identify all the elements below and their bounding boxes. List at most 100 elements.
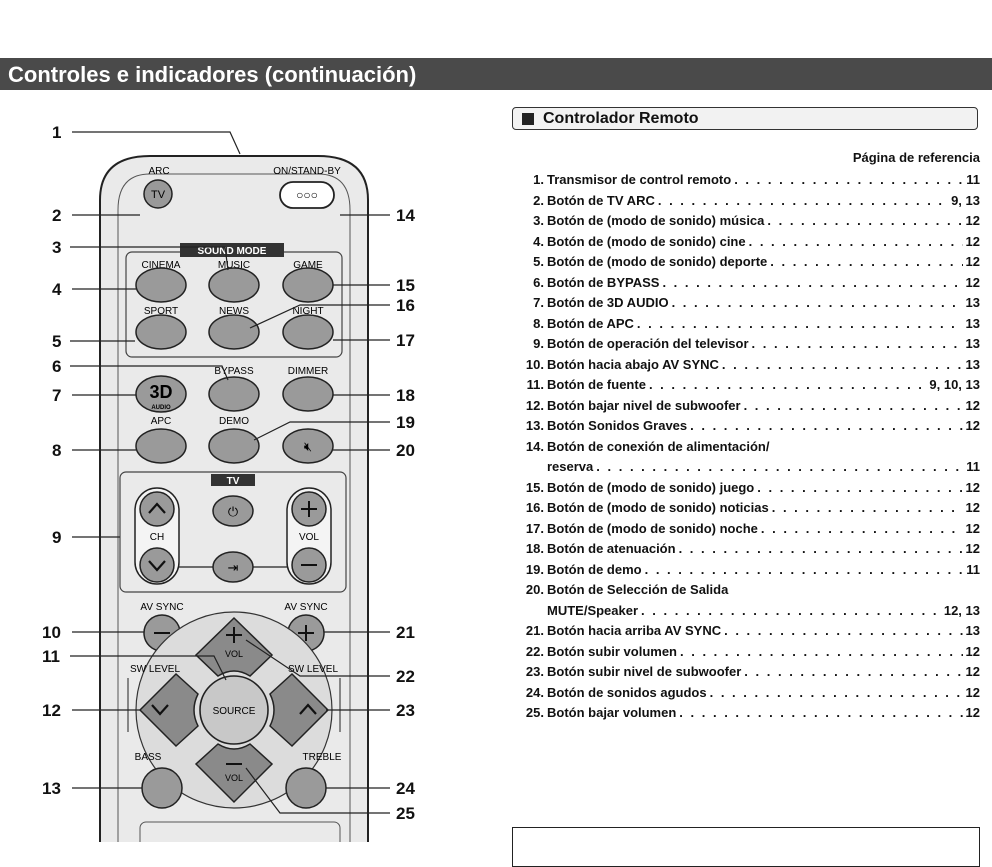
power-dots-icon: ○○○ — [296, 188, 318, 202]
tv-section-label: TV — [227, 476, 240, 487]
news-button[interactable] — [208, 314, 260, 350]
3d-audio-button[interactable]: 3D AUDIO — [135, 375, 187, 413]
reference-list: 1.Transmisor de control remoto112.Botón … — [512, 172, 980, 726]
reference-label: Botón de (modo de sonido) deporte — [547, 254, 768, 269]
reference-label-continued: MUTE/Speaker — [547, 602, 639, 618]
leader-dots — [761, 521, 963, 536]
callout-15: 15 — [396, 276, 415, 295]
leader-dots — [641, 603, 941, 618]
reference-row: 6.Botón de BYPASS12 — [512, 275, 980, 296]
reference-row: 10.Botón hacia abajo AV SYNC13 — [512, 357, 980, 378]
leader-dots — [749, 234, 963, 249]
treble-button[interactable] — [285, 767, 327, 809]
reference-label: Botón de fuente — [547, 377, 646, 392]
reference-number: 13. — [525, 418, 544, 433]
tv-arc-button[interactable]: TV — [143, 179, 173, 209]
sport-button[interactable] — [135, 314, 187, 350]
reference-row: 23.Botón subir nivel de subwoofer12 — [512, 664, 980, 685]
arc-label: ARC — [148, 166, 169, 177]
reference-label: Botón subir volumen — [547, 643, 677, 659]
bass-button[interactable] — [141, 767, 183, 809]
sw-level-right-label: SW LEVEL — [288, 664, 338, 675]
reference-row: 15.Botón de (modo de sonido) juego12 — [512, 480, 980, 501]
callout-23: 23 — [396, 701, 415, 720]
game-button[interactable] — [282, 267, 334, 303]
reference-label-continued: reserva — [547, 459, 594, 474]
sw-level-up-button[interactable] — [269, 672, 330, 748]
reference-label: Botón de Selección de Salida — [547, 582, 729, 597]
night-button[interactable] — [282, 314, 334, 350]
sound-mode-label: SOUND MODE — [198, 246, 267, 257]
callout-10: 10 — [42, 623, 61, 642]
reference-label: Botón Sonidos Graves — [547, 418, 688, 433]
callout-2: 2 — [52, 206, 61, 225]
tv-section-frame — [119, 471, 347, 593]
callout-24: 24 — [396, 779, 415, 798]
reference-number: 8. — [533, 315, 544, 331]
reference-number: 18. — [525, 541, 544, 556]
reference-number: 23. — [525, 664, 544, 679]
reference-pages: 12 — [965, 664, 980, 679]
audio-label: AUDIO — [151, 405, 171, 411]
dimmer-label: DIMMER — [288, 366, 329, 377]
bypass-button[interactable] — [208, 376, 260, 412]
reference-row: 17.Botón de (modo de sonido) noche12 — [512, 521, 980, 542]
leader-dots — [744, 398, 963, 413]
leader-dots — [658, 193, 948, 208]
reference-label: Botón bajar volumen — [547, 705, 677, 720]
leader-dots — [722, 357, 963, 372]
remote-control-diagram: SOUND MODE TV ARC TV ON/STAND-BY ○○○ CIN… — [42, 123, 415, 842]
dimmer-button[interactable] — [282, 376, 334, 412]
av-sync-right-label: AV SYNC — [284, 602, 327, 613]
callout-14: 14 — [396, 206, 415, 225]
tv-power-button[interactable] — [212, 495, 254, 527]
apc-button[interactable] — [135, 428, 187, 464]
callout-3: 3 — [52, 238, 61, 257]
leader-dots — [752, 336, 963, 351]
reference-label: Botón bajar nivel de subwoofer — [547, 397, 741, 413]
reference-row: 11.Botón de fuente9, 10, 13 — [512, 377, 980, 398]
source-button[interactable] — [199, 675, 269, 745]
leader-dots — [649, 377, 926, 392]
ch-down-button[interactable] — [139, 547, 175, 583]
reference-number: 1. — [533, 172, 544, 187]
tv-vol-label: VOL — [299, 532, 319, 543]
vol-down-button[interactable] — [194, 743, 274, 804]
reference-row: 13.Botón Sonidos Graves12 — [512, 418, 980, 439]
reference-row: 2.Botón de TV ARC9, 13 — [512, 193, 980, 214]
chevron-up-icon — [148, 502, 166, 514]
reference-label: Botón de (modo de sonido) cine — [547, 233, 746, 249]
reference-number: 25. — [525, 705, 544, 720]
callout-5: 5 — [52, 332, 61, 351]
power-button[interactable]: ○○○ — [279, 181, 335, 209]
callout-13: 13 — [42, 779, 61, 798]
reference-pages: 13 — [965, 623, 980, 638]
cinema-button[interactable] — [135, 267, 187, 303]
callout-20: 20 — [396, 441, 415, 460]
ch-up-button[interactable] — [139, 491, 175, 527]
sw-level-down-button[interactable] — [138, 672, 199, 748]
note-box — [512, 827, 980, 867]
music-button[interactable] — [208, 267, 260, 303]
leader-dots — [637, 316, 963, 331]
reference-number: 12. — [525, 397, 544, 413]
reference-number: 4. — [533, 233, 544, 249]
game-label: GAME — [293, 260, 323, 271]
reference-pages: 11 — [966, 561, 980, 577]
reference-row: 21.Botón hacia arriba AV SYNC13 — [512, 623, 980, 644]
vol-up-button[interactable] — [194, 616, 274, 677]
mute-button[interactable]: 🔇︎ — [282, 428, 334, 464]
demo-button[interactable] — [208, 428, 260, 464]
ch-label: CH — [150, 532, 164, 543]
leader-dots — [772, 500, 963, 515]
reference-number: 6. — [533, 274, 544, 290]
reference-label: Transmisor de control remoto — [547, 172, 732, 187]
reference-pages: 13 — [965, 336, 980, 351]
reference-row: 22.Botón subir volumen12 — [512, 644, 980, 665]
reference-row: 1.Transmisor de control remoto11 — [512, 172, 980, 193]
leader-dots — [770, 254, 962, 269]
leader-dots — [757, 480, 962, 495]
leader-dots — [690, 418, 962, 433]
chevron-up-icon — [299, 703, 317, 715]
reference-row-continued: MUTE/Speaker12, 13 — [512, 603, 980, 624]
